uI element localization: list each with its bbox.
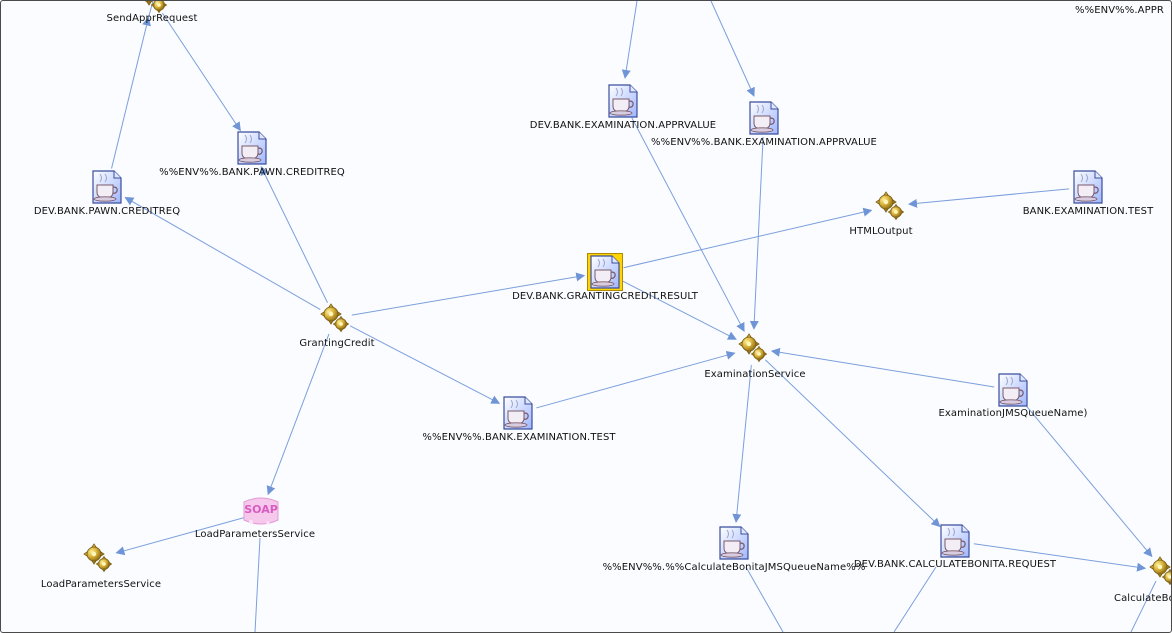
node-label: %%ENV%%.BANK.PAWN.CREDITREQ xyxy=(159,167,345,178)
node-label: GrantingCredit xyxy=(299,338,375,349)
node-label: %%ENV%%.BANK.EXAMINATION.TEST xyxy=(422,432,616,443)
node-label: DEV.BANK.EXAMINATION.APPRVALUE xyxy=(529,120,717,131)
edge-bank-examination-test-to-html-output xyxy=(908,188,1070,208)
svg-text:SOAP: SOAP xyxy=(244,503,278,516)
edge-offscreen-2 xyxy=(710,1,755,97)
jms-queue-icon[interactable] xyxy=(1070,168,1106,210)
edge-load-parameters-soap-to-load-parameters-service xyxy=(115,517,244,556)
node-label: SendApprRequest xyxy=(106,13,198,24)
jms-queue-icon[interactable] xyxy=(746,99,782,141)
node-label: LoadParametersService xyxy=(40,579,162,590)
soap-service-icon[interactable]: SOAP xyxy=(241,496,281,534)
node-label: ExaminationService xyxy=(704,369,806,380)
jms-queue-icon[interactable] xyxy=(605,82,641,124)
edges xyxy=(111,12,1153,572)
jms-queue-icon[interactable] xyxy=(234,129,270,171)
node-label: CalculateBo xyxy=(1114,593,1172,604)
edge-examination-service-to-env-calculate-bonita-queue xyxy=(732,364,752,523)
offscreen-edges xyxy=(146,1,1157,632)
edge-granting-credit-to-dev-bank-grantingcredit-result xyxy=(351,272,586,316)
service-gears-icon[interactable] xyxy=(737,332,769,368)
edge-examination-jms-queue-name-to-examination-service xyxy=(770,347,995,388)
edge-offscreen-4 xyxy=(254,537,261,632)
edge-dev-bank-grantingcredit-result-to-html-output xyxy=(623,207,873,269)
service-gears-icon[interactable] xyxy=(874,190,906,226)
edge-dev-bank-grantingcredit-result-to-examination-service xyxy=(621,280,737,340)
jms-queue-icon[interactable] xyxy=(89,168,125,210)
edge-examination-jms-queue-name-to-calculate-bonita xyxy=(1024,404,1153,558)
node-label: HTMLOutput xyxy=(849,226,913,237)
jms-queue-icon[interactable] xyxy=(587,253,623,295)
edge-dev-bank-calculatebonita-request-to-calculate-bonita xyxy=(973,543,1147,572)
node-label: ExaminationJMSQueueName) xyxy=(938,408,1088,419)
edge-examination-service-to-dev-bank-calculatebonita-request xyxy=(764,359,941,528)
node-label: DEV.BANK.CALCULATEBONITA.REQUEST xyxy=(853,559,1057,570)
edge-offscreen-5 xyxy=(745,566,784,632)
node-label: %%ENV%%.APPR xyxy=(1075,5,1164,16)
edge-env-bank-examination-apprvalue-to-examination-service xyxy=(749,136,764,330)
node-label: LoadParametersService xyxy=(194,529,316,540)
jms-queue-icon[interactable] xyxy=(937,522,973,564)
edge-offscreen-6 xyxy=(893,566,937,632)
edge-offscreen-1 xyxy=(621,1,638,79)
service-gears-icon[interactable] xyxy=(137,1,169,19)
edge-send-appr-request-to-env-bank-pawn-creditreq xyxy=(161,12,241,132)
jms-queue-icon[interactable] xyxy=(716,524,752,566)
jms-queue-icon[interactable] xyxy=(995,371,1031,413)
node-label: BANK.EXAMINATION.TEST xyxy=(1022,206,1154,217)
service-gears-icon[interactable] xyxy=(319,302,351,338)
node-label: %%ENV%%.BANK.EXAMINATION.APPRVALUE xyxy=(651,137,877,148)
edge-granting-credit-to-env-bank-examination-test xyxy=(349,325,501,404)
edge-granting-credit-to-load-parameters-soap xyxy=(266,333,330,496)
edge-granting-credit-to-env-bank-pawn-creditreq xyxy=(260,166,328,303)
edge-granting-credit-to-dev-bank-pawn-creditreq xyxy=(124,197,321,310)
service-gears-icon[interactable] xyxy=(1148,555,1171,591)
node-label: %%ENV%%.%%CalculateBonitaJMSQueueName%% xyxy=(602,562,866,573)
edge-offscreen-7 xyxy=(1130,580,1157,632)
edge-dev-bank-examination-apprvalue-to-examination-service xyxy=(631,117,745,332)
edge-env-bank-examination-test-to-examination-service xyxy=(536,350,736,409)
service-gears-icon[interactable] xyxy=(82,542,114,578)
node-label: DEV.BANK.GRANTINGCREDIT.RESULT xyxy=(512,291,698,302)
edge-dev-bank-pawn-creditreq-to-send-appr-request xyxy=(111,16,151,169)
jms-queue-icon[interactable] xyxy=(500,394,536,436)
node-label: DEV.BANK.PAWN.CREDITREQ xyxy=(33,206,181,217)
